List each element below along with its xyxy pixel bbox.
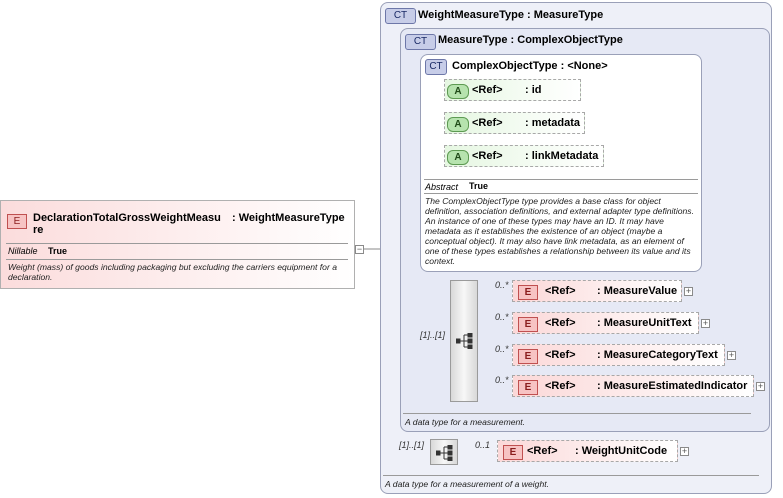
complex-object-type-title: ComplexObjectType : <None>: [452, 60, 608, 72]
collapse-toggle[interactable]: −: [355, 244, 364, 254]
element-measure-estimated-indicator[interactable]: E <Ref> : MeasureEstimatedIndicator: [512, 375, 754, 397]
nillable-value: True: [48, 246, 68, 256]
nillable-label: Nillable: [8, 246, 38, 256]
measure-type-title: MeasureType : ComplexObjectType: [438, 34, 623, 46]
element-badge: E: [503, 445, 523, 460]
element-ref: <Ref>: [545, 349, 576, 361]
element-name: : MeasureUnitText: [597, 317, 692, 329]
child-occurrence: 0..*: [495, 312, 509, 322]
element-badge: E: [518, 317, 538, 332]
element-badge: E: [7, 214, 27, 229]
measure-type-description: A data type for a measurement.: [405, 417, 526, 427]
element-ref: <Ref>: [545, 285, 576, 297]
divider: [6, 259, 348, 260]
element-badge: E: [518, 285, 538, 300]
root-element-box[interactable]: E DeclarationTotalGrossWeightMeasu re : …: [0, 200, 355, 289]
divider: [424, 193, 698, 194]
divider: [6, 243, 348, 244]
divider: [383, 475, 759, 476]
element-badge: E: [518, 380, 538, 395]
attribute-name: : id: [525, 84, 542, 96]
divider: [403, 413, 751, 414]
expand-toggle[interactable]: +: [684, 286, 693, 296]
element-measure-category-text[interactable]: E <Ref> : MeasureCategoryText: [512, 344, 725, 366]
element-name: : MeasureCategoryText: [597, 349, 718, 361]
attribute-link-metadata[interactable]: A <Ref> : linkMetadata: [444, 145, 604, 167]
element-name: : MeasureEstimatedIndicator: [597, 380, 748, 392]
sequence-compositor[interactable]: [430, 439, 458, 465]
abstract-label: Abstract: [425, 182, 459, 192]
sequence-occurrence: [1]..[1]: [420, 330, 446, 340]
root-element-name: DeclarationTotalGrossWeightMeasu re: [33, 212, 221, 236]
element-ref: <Ref>: [527, 445, 558, 457]
element-name: : WeightUnitCode: [575, 445, 668, 457]
attribute-metadata[interactable]: A <Ref> : metadata: [444, 112, 585, 134]
sequence-occurrence: [1]..[1]: [399, 440, 425, 450]
child-occurrence: 0..*: [495, 344, 509, 354]
expand-toggle[interactable]: +: [701, 318, 710, 328]
complex-type-badge: CT: [405, 34, 436, 50]
divider: [424, 179, 698, 180]
complex-object-type-description: The ComplexObjectType type provides a ba…: [425, 196, 694, 266]
root-element-description: Weight (mass) of goods including packagi…: [8, 262, 337, 282]
element-weight-unit-code[interactable]: E <Ref> : WeightUnitCode: [497, 440, 678, 462]
sequence-icon: [436, 445, 453, 461]
sequence-icon: [456, 333, 473, 349]
element-ref: <Ref>: [545, 317, 576, 329]
expand-toggle[interactable]: +: [680, 446, 689, 456]
abstract-value: True: [469, 181, 489, 191]
element-measure-unit-text[interactable]: E <Ref> : MeasureUnitText: [512, 312, 699, 334]
expand-toggle[interactable]: +: [727, 350, 736, 360]
expand-toggle[interactable]: +: [756, 381, 765, 391]
attribute-ref: <Ref>: [472, 84, 503, 96]
attribute-name: : metadata: [525, 117, 581, 129]
child-occurrence: 0..*: [495, 280, 509, 290]
attribute-ref: <Ref>: [472, 117, 503, 129]
element-name: : MeasureValue: [597, 285, 678, 297]
element-badge: E: [518, 349, 538, 364]
complex-type-badge: CT: [385, 8, 416, 24]
attribute-badge: A: [447, 150, 469, 165]
child-occurrence: 0..1: [475, 440, 491, 450]
sequence-compositor[interactable]: [450, 280, 478, 402]
root-element-type: : WeightMeasureType: [232, 212, 345, 224]
element-ref: <Ref>: [545, 380, 576, 392]
weight-measure-type-title: WeightMeasureType : MeasureType: [418, 9, 604, 21]
attribute-name: : linkMetadata: [525, 150, 599, 162]
attribute-badge: A: [447, 117, 469, 132]
weight-measure-type-description: A data type for a measurement of a weigh…: [385, 479, 550, 489]
attribute-id[interactable]: A <Ref> : id: [444, 79, 581, 101]
attribute-ref: <Ref>: [472, 150, 503, 162]
complex-type-badge: CT: [425, 59, 447, 75]
child-occurrence: 0..*: [495, 375, 509, 385]
element-measure-value[interactable]: E <Ref> : MeasureValue: [512, 280, 682, 302]
attribute-badge: A: [447, 84, 469, 99]
